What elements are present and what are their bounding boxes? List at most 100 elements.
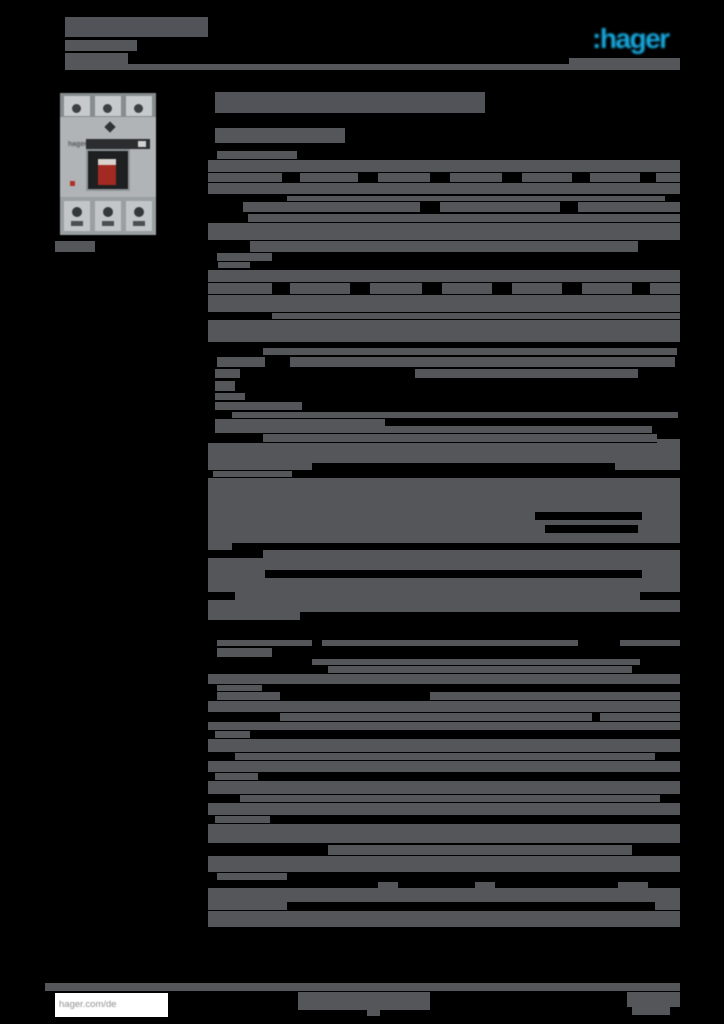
redacted-text-line xyxy=(232,412,678,418)
redacted-text-line xyxy=(208,902,287,910)
redacted-text-line xyxy=(208,803,680,815)
redacted-text-line xyxy=(632,1007,670,1015)
redacted-text-line xyxy=(208,223,680,240)
redacted-text-line xyxy=(208,674,680,684)
redacted-text-line xyxy=(217,648,272,657)
terminal-screw xyxy=(72,104,81,113)
redacted-text-line xyxy=(208,443,680,463)
redacted-text-line xyxy=(217,640,312,646)
redacted-text-line xyxy=(208,512,535,520)
redacted-text-line xyxy=(287,196,665,201)
redacted-text-line xyxy=(217,692,280,700)
redacted-text-line xyxy=(215,393,245,400)
redacted-text-line xyxy=(217,151,297,159)
redacted-text-line xyxy=(208,463,312,470)
redacted-text-line xyxy=(208,520,680,525)
breaker-top-terminals xyxy=(60,93,156,117)
redacted-text-line xyxy=(642,570,680,578)
redacted-text-line xyxy=(217,357,265,367)
redacted-text-line xyxy=(430,692,680,700)
redacted-text-line xyxy=(208,578,680,592)
terminal-screw xyxy=(103,104,112,113)
terminal-block xyxy=(64,96,90,116)
redacted-text-line xyxy=(440,202,560,212)
redacted-text-line xyxy=(243,202,420,212)
redacted-text-line xyxy=(65,40,137,51)
redacted-text-line xyxy=(208,543,232,550)
redacted-text-line xyxy=(578,202,680,212)
redacted-text-line xyxy=(208,739,680,752)
redacted-text-line xyxy=(45,983,680,991)
redacted-text-line xyxy=(656,173,680,182)
terminal-screw xyxy=(134,207,144,217)
redacted-text-line xyxy=(569,58,680,64)
redacted-text-line xyxy=(442,283,492,294)
redacted-text-line xyxy=(240,795,660,802)
redacted-text-line xyxy=(215,773,258,780)
redacted-text-line xyxy=(263,434,657,442)
redacted-text-line xyxy=(582,283,632,294)
redacted-text-line xyxy=(208,183,680,194)
redacted-text-line xyxy=(208,525,545,533)
redacted-text-line xyxy=(208,722,680,730)
redacted-text-line xyxy=(590,173,640,182)
redacted-text-line xyxy=(290,283,350,294)
redacted-text-line xyxy=(250,241,638,252)
redacted-text-line xyxy=(618,882,648,888)
redacted-text-line xyxy=(650,283,680,294)
terminal-block xyxy=(64,201,90,231)
redacted-text-line xyxy=(290,357,675,367)
redacted-text-line xyxy=(208,888,680,902)
product-photo: hager xyxy=(58,91,158,237)
redacted-text-line xyxy=(213,471,292,477)
redacted-text-line xyxy=(638,525,680,533)
redacted-text-line xyxy=(263,550,680,558)
hager-logo: :hager xyxy=(592,23,670,54)
redacted-text-line xyxy=(208,701,680,712)
redacted-text-line xyxy=(208,761,680,772)
redacted-text-line xyxy=(208,856,680,872)
terminal-block xyxy=(126,201,152,231)
redacted-text-line xyxy=(600,713,680,721)
redacted-text-line xyxy=(208,173,282,182)
redacted-text-line xyxy=(208,911,680,927)
redacted-text-line xyxy=(215,381,235,391)
redacted-text-line xyxy=(208,283,272,294)
redacted-text-line xyxy=(248,214,680,222)
redacted-text-line xyxy=(300,173,358,182)
redacted-text-line xyxy=(450,173,502,182)
redacted-text-line xyxy=(367,1010,380,1016)
redacted-text-line xyxy=(522,173,572,182)
redacted-text-line xyxy=(208,600,680,612)
redacted-text-line xyxy=(655,902,680,910)
terminal-screw xyxy=(134,104,143,113)
redacted-text-line xyxy=(280,713,592,721)
terminal-screw xyxy=(103,207,113,217)
rating-label xyxy=(138,141,146,147)
redacted-text-line xyxy=(215,369,240,378)
terminal-slot xyxy=(71,221,83,226)
face-screw xyxy=(104,121,116,133)
terminal-screw xyxy=(72,207,82,217)
redacted-text-line xyxy=(370,283,422,294)
redacted-text-line xyxy=(378,173,430,182)
redacted-text-line xyxy=(215,402,302,410)
redacted-text-line xyxy=(65,17,208,37)
redacted-text-line xyxy=(208,478,680,512)
redacted-text-line xyxy=(272,313,680,319)
terminal-slot xyxy=(133,221,145,226)
redacted-text-line xyxy=(512,283,562,294)
redacted-text-line xyxy=(215,128,345,143)
redacted-text-line xyxy=(217,873,287,880)
breaker-face: hager xyxy=(60,117,156,199)
breaker-bottom-terminals xyxy=(60,197,156,235)
footer-website-box[interactable]: hager.com/de xyxy=(55,993,168,1017)
redacted-text-line xyxy=(235,753,655,760)
redacted-text-line xyxy=(378,882,398,888)
redacted-text-line xyxy=(215,816,270,823)
footer-website-link[interactable]: hager.com/de xyxy=(59,999,117,1010)
toggle-grip xyxy=(98,159,116,165)
redacted-text-line xyxy=(208,570,265,578)
redacted-text-line xyxy=(298,992,430,1010)
